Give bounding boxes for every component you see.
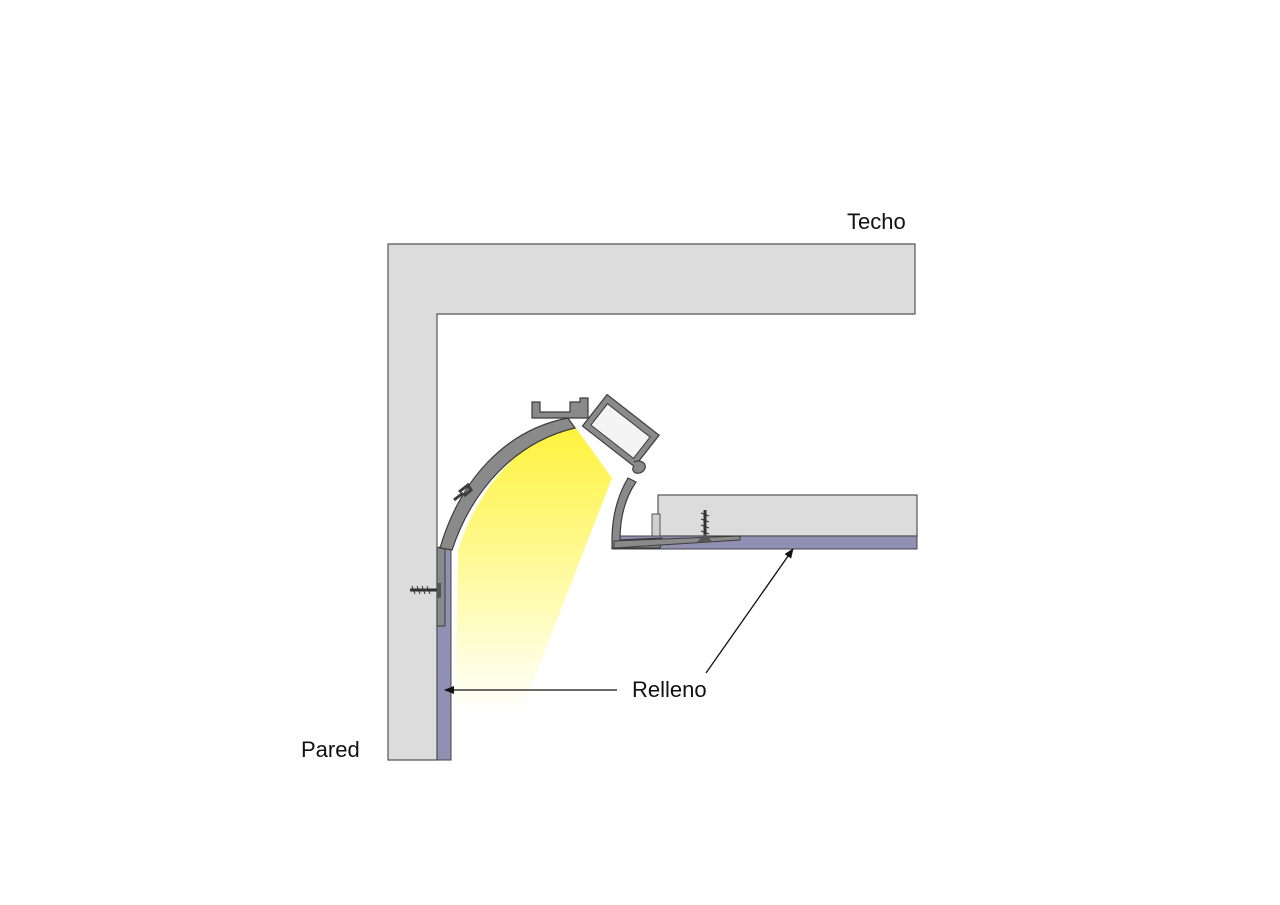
light-beam	[455, 424, 612, 715]
led-housing	[581, 393, 660, 468]
wall-screw	[410, 583, 441, 598]
ceiling-panel	[657, 494, 918, 537]
profile-curved-body	[439, 417, 576, 551]
ceiling-label: Techo	[847, 209, 906, 234]
profile-clip-left	[453, 482, 473, 502]
profile-right-arm	[611, 477, 663, 549]
ceiling-screw	[697, 510, 713, 542]
wall-label: Pared	[301, 737, 360, 762]
profile-clip-right	[632, 460, 646, 474]
arrow-to-ceiling-filler	[705, 548, 794, 674]
panel-step	[651, 513, 661, 537]
wall-ceiling-structure	[387, 243, 916, 761]
filler-label: Relleno	[632, 677, 707, 702]
profile-top-slot	[531, 397, 589, 419]
